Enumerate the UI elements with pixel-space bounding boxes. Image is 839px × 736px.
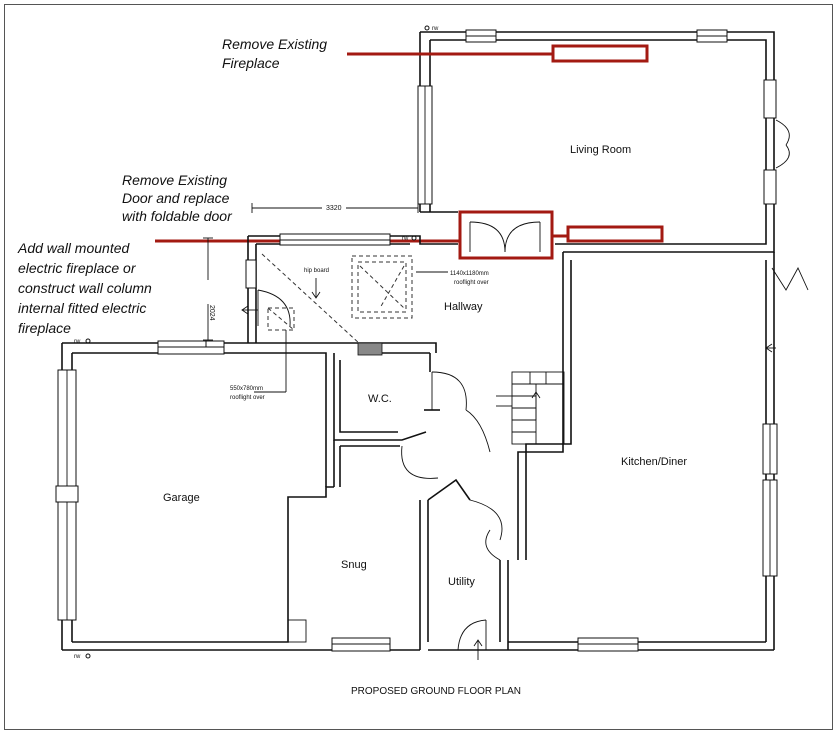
- room-label-garage: Garage: [163, 492, 200, 504]
- staircase: [496, 371, 565, 445]
- room-label-snug: Snug: [341, 559, 367, 571]
- room-label-living: Living Room: [570, 144, 631, 156]
- hall-side-door: [241, 259, 291, 327]
- wc-walls: [333, 352, 467, 441]
- annot-fireplace-add-line4: internal fitted electric: [18, 300, 146, 316]
- dimension-width-label: 3320: [326, 205, 342, 212]
- rw-label-garage-top: rw: [74, 339, 81, 345]
- fireplace-remove-box: [551, 44, 649, 63]
- hall-door-arc: [465, 409, 491, 453]
- annot-fireplace-add-line1: Add wall mounted: [17, 240, 131, 256]
- annot-door-line2: Door and replace: [122, 190, 230, 206]
- note-rooflight-hall-size: 1140x1180mm: [450, 271, 489, 277]
- hip-board-arrowhead: [311, 291, 321, 299]
- drawing-frame: [4, 4, 833, 730]
- room-label-kitchen: Kitchen/Diner: [621, 456, 687, 468]
- note-hip-board: hip board: [304, 268, 329, 274]
- plan-title: PROPOSED GROUND FLOOR PLAN: [351, 686, 521, 697]
- utility-walls: [427, 478, 576, 660]
- note-rooflight-small-label: rooflight over: [230, 395, 265, 401]
- door-replace-box: [458, 210, 554, 260]
- annot-door-line1: Remove Existing: [122, 172, 227, 188]
- hallway-walls: [247, 233, 458, 345]
- fireplace-add-box: [566, 225, 664, 243]
- hatch-block: [357, 342, 383, 356]
- annot-fireplace-remove-line2: Fireplace: [222, 55, 280, 71]
- dimension-3320: [251, 201, 419, 213]
- room-label-hallway: Hallway: [444, 301, 483, 313]
- living-room-top-windows: [465, 29, 728, 43]
- living-room-walls: [419, 31, 775, 253]
- double-door: [469, 221, 541, 253]
- rw-label-garage-bottom: rw: [74, 654, 81, 660]
- note-rooflight-small-size: 550x780mm: [230, 386, 263, 392]
- annot-fireplace-add-line5: fireplace: [18, 320, 71, 336]
- room-label-wc: W.C.: [368, 393, 392, 405]
- living-room-right-openings: [763, 79, 790, 205]
- annot-fireplace-add-line2: electric fireplace or: [18, 260, 137, 276]
- rw-marker-dots: [85, 25, 430, 659]
- annot-door-line3: with foldable door: [122, 208, 233, 224]
- dimension-height-label: 2024: [208, 305, 215, 321]
- hallway-rooflight: [351, 255, 448, 319]
- note-rooflight-hall-label: rooflight over: [454, 280, 489, 286]
- rw-label-hall: rw: [402, 236, 409, 242]
- small-rooflight: [254, 307, 295, 393]
- living-room-left-window: [417, 85, 433, 205]
- kitchen-walls: [508, 252, 809, 652]
- room-label-utility: Utility: [448, 576, 475, 588]
- dimension-2024: [202, 237, 214, 341]
- annot-fireplace-add-line3: construct wall column: [18, 280, 152, 296]
- annot-fireplace-remove-line1: Remove Existing: [222, 36, 327, 52]
- rw-label-top: rw: [432, 26, 439, 32]
- snug-walls: [287, 440, 439, 652]
